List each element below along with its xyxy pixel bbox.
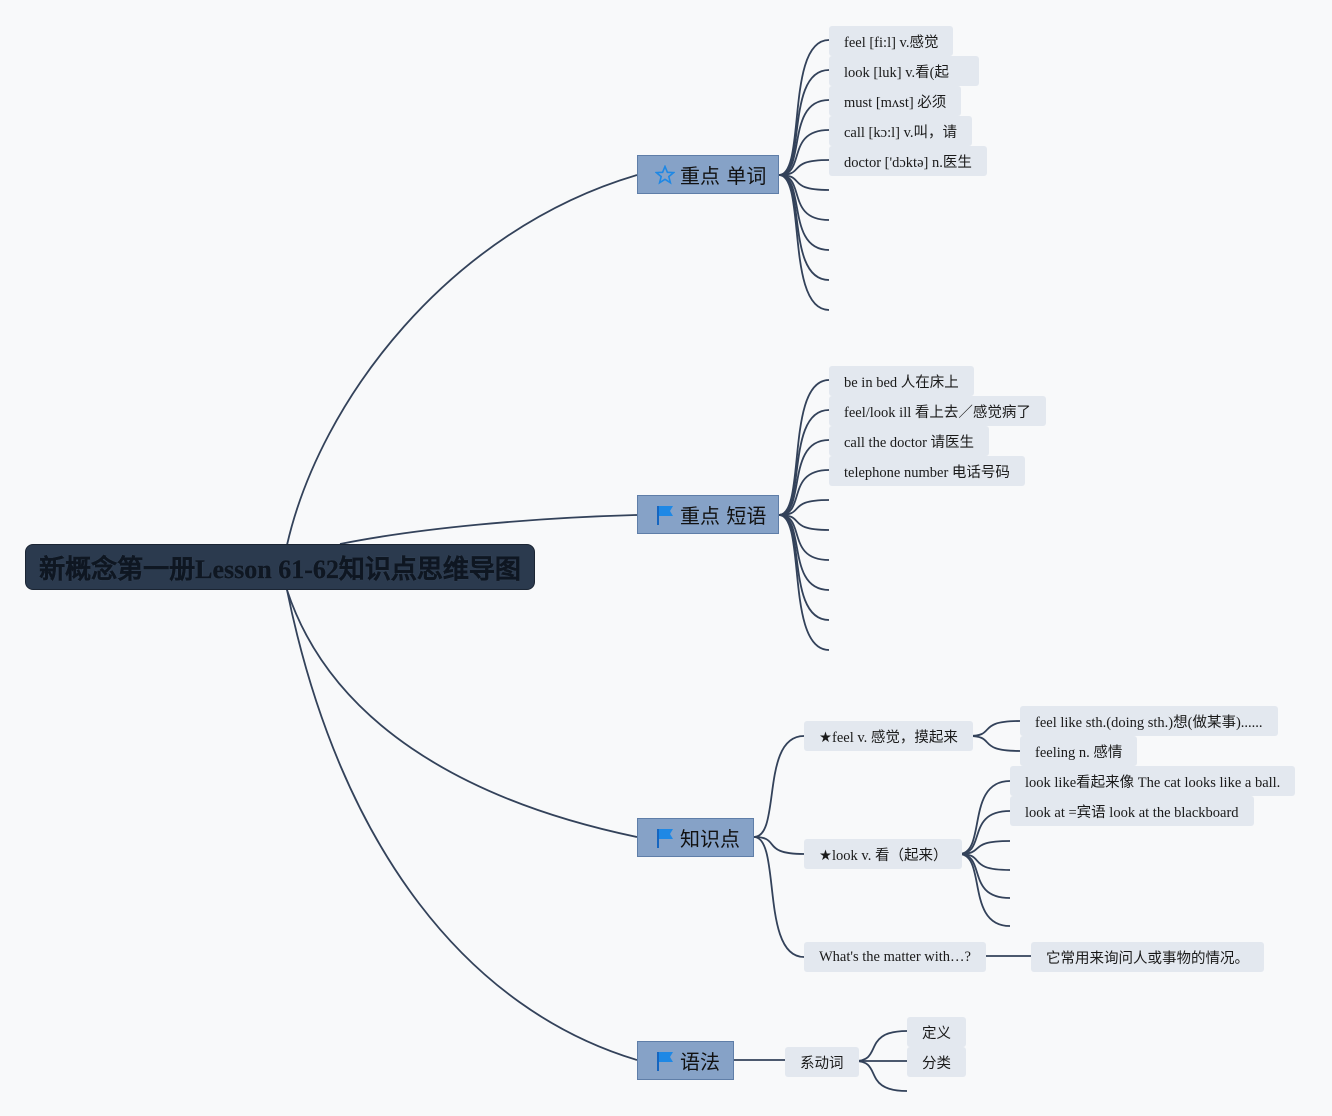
topic-knowledge-points[interactable]: 知识点 [637, 818, 754, 857]
connector-words-branch [778, 129, 830, 176]
connector-phrases-branch [778, 469, 830, 516]
word-item[interactable]: look [luk] v.看(起 [829, 56, 979, 86]
topic-label: 知识点 [680, 827, 740, 851]
word-item[interactable]: must [mʌst] 必须 [829, 86, 962, 116]
connector-phrases-branch [778, 514, 830, 651]
connector-root-phrases [339, 514, 638, 545]
connector-phrases-branch [778, 514, 830, 621]
linking-verb-item[interactable]: 分类 [907, 1047, 966, 1077]
linking-verb-item[interactable]: 定义 [907, 1017, 966, 1047]
connector-words-branch [778, 174, 830, 221]
word-item[interactable]: doctor ['dɔktə] n.医生 [829, 146, 987, 176]
connector-words-branch [778, 99, 830, 176]
topic-label: 重点 短语 [680, 504, 767, 528]
star-icon [654, 164, 676, 186]
connector-knowledge-branch [753, 836, 805, 958]
connector-phrases-branch [778, 514, 830, 561]
look-item[interactable]: look like看起来像 The cat looks like a ball. [1010, 766, 1296, 796]
connector-knowledge-branch [753, 836, 805, 855]
phrase-item[interactable]: feel/look ill 看上去／感觉病了 [829, 396, 1046, 426]
connector-feel-branch [968, 735, 1021, 752]
connector-linking-verb-branch [854, 1030, 908, 1062]
connector-phrases-branch [778, 379, 830, 516]
phrase-item[interactable]: call the doctor 请医生 [829, 426, 990, 456]
word-item[interactable]: call [kɔ:l] v.叫，请 [829, 116, 973, 146]
matter-item[interactable]: 它常用来询问人或事物的情况。 [1031, 942, 1264, 972]
connector-feel-branch [968, 720, 1021, 737]
feel-item[interactable]: feel like sth.(doing sth.)想(做某事)...... [1020, 706, 1278, 736]
topic-grammar[interactable]: 语法 [637, 1041, 734, 1080]
flag-icon [654, 827, 676, 849]
look-item[interactable]: look at =宾语 look at the blackboard [1010, 796, 1254, 826]
topic-key-phrases[interactable]: 重点 短语 [637, 495, 779, 534]
connector-root-knowledge [286, 589, 638, 838]
topic-key-words[interactable]: 重点 单词 [637, 155, 779, 194]
flag-icon [654, 1050, 676, 1072]
connector-words-branch [778, 174, 830, 281]
word-item[interactable]: feel [fi:l] v.感觉 [829, 26, 954, 56]
connector-look-branch [958, 810, 1011, 855]
connector-phrases-branch [778, 409, 830, 516]
connector-words-branch [778, 39, 830, 176]
topic-label: 语法 [680, 1050, 720, 1074]
phrase-item[interactable]: be in bed 人在床上 [829, 366, 974, 396]
feel-item[interactable]: feeling n. 感情 [1020, 736, 1138, 766]
phrase-item[interactable]: telephone number 电话号码 [829, 456, 1025, 486]
connector-look-branch [958, 853, 1011, 927]
root-node[interactable]: 新概念第一册Lesson 61-62知识点思维导图 [25, 544, 535, 590]
connector-words-branch [778, 69, 830, 176]
root-title: 新概念第一册Lesson 61-62知识点思维导图 [39, 554, 521, 584]
connector-knowledge-branch [753, 735, 805, 838]
connector-linking-verb-branch [854, 1060, 908, 1092]
knowledge-feel[interactable]: ★feel v. 感觉，摸起来 [804, 721, 973, 751]
connector-words-branch [778, 174, 830, 311]
flag-icon [654, 504, 676, 526]
grammar-linking-verb[interactable]: 系动词 [785, 1047, 859, 1077]
connector-look-branch [958, 780, 1011, 855]
connector-root-words [286, 174, 638, 546]
connector-look-branch [958, 853, 1011, 899]
connector-root-grammar [286, 589, 638, 1061]
topic-label: 重点 单词 [680, 164, 767, 188]
knowledge-matter[interactable]: What's the matter with…? [804, 942, 986, 972]
knowledge-look[interactable]: ★look v. 看（起来） [804, 839, 963, 869]
connector-phrases-branch [778, 439, 830, 516]
